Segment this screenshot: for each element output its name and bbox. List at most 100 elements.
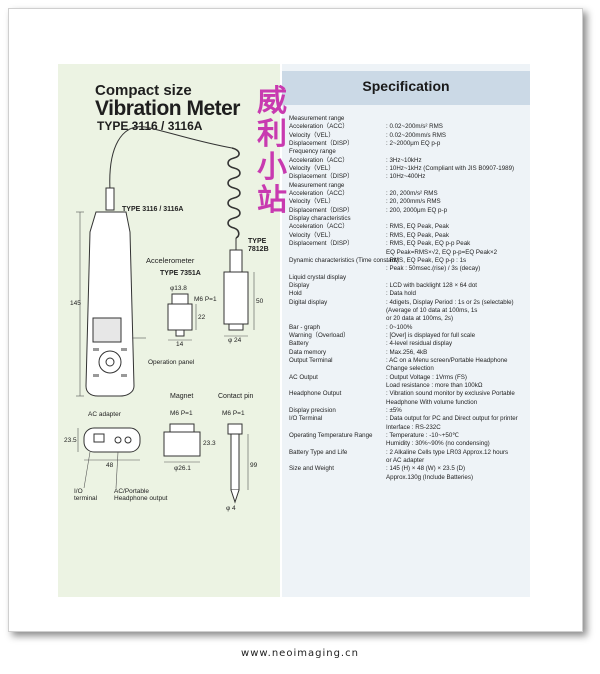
spec-row: Acceleration（ACC） : 20, 200m/s² RMS [289,190,529,198]
label-dim-13-8: φ13.8 [170,285,187,292]
spec-key: Velocity（VEL） [289,131,335,139]
spec-value: : 20, 200m/s² RMS [386,190,438,198]
watermark-char: 威 [257,84,287,119]
spec-value: : 2~2000μm EQ p-p [386,140,441,148]
label-m6-magnet: M6 P=1 [170,410,193,417]
spec-key: Digital display [289,298,328,306]
label-dim-23-3: 23.3 [203,440,216,447]
footer-website: www.neoimaging.cn [241,648,359,659]
spec-row: Frequency range [289,148,529,156]
label-dim-22: 22 [198,314,206,321]
spec-row: Approx.130g (Include Batteries) [289,474,529,482]
spec-value: Headphone With volume function [386,398,478,406]
watermark-char: 小 [257,150,287,185]
label-dim-4: φ 4 [226,505,236,512]
spec-value: : Vibration sound monitor by exclusive P… [386,390,515,398]
label-m6-accel: M6 P=1 [194,296,217,303]
spec-key: Operating Temperature Range [289,432,373,440]
spec-row: Acceleration（ACC） : RMS, EQ Peak, Peak [289,223,529,231]
spec-row: Load resistance : more than 100kΩ [289,382,529,390]
spec-value: : Data output for PC and Direct output f… [386,415,518,423]
spec-key: Headphone Output [289,390,342,398]
spec-value: : 2 Alkaline Cells type LR03 Approx.12 h… [386,448,509,456]
label-ac-portable: AC/Portable [114,488,150,495]
spec-row: AC Output: Output Voltage : 1Vrms (FS) [289,374,529,382]
spec-value: : RMS, EQ Peak, EQ p-p Peak [386,240,471,248]
spec-value: : RMS, EQ Peak, Peak [386,231,449,239]
spec-key: Output Terminal [289,356,333,364]
spec-value: : Output Voltage : 1Vrms (FS) [386,373,467,381]
label-dim-24: φ 24 [228,337,242,344]
spec-value: : 145 (H) × 48 (W) × 23.5 (D) [386,465,466,473]
label-probe-type-2: 7812B [248,246,269,253]
spec-value: Approx.130g (Include Batteries) [386,473,474,481]
spec-row: or AC adapter [289,457,529,465]
spec-row: I/O Terminal : Data output for PC and Dir… [289,415,529,423]
spec-key: Liquid crystal display [289,273,347,281]
spec-row: Velocity（VEL） : RMS, EQ Peak, Peak [289,232,529,240]
spec-key: Acceleration（ACC） [289,190,349,198]
spec-row: Velocity（VEL） : 0.02~200mm/s RMS [289,132,529,140]
spec-key: I/O Terminal [289,415,323,423]
spec-value: : Temperature : -10~+50℃ [386,432,460,440]
spec-value: : 0.02~200mm/s RMS [386,131,447,139]
spec-row: Data memory: Max.256, 4kB [289,349,529,357]
spec-key: Display precision [289,407,336,415]
spec-value: : LCD with backlight 128 × 64 dot [386,281,477,289]
spec-value: : 4-level residual display [386,340,453,348]
spec-key: Velocity（VEL） [289,198,335,206]
spec-value: : Peak : 50msec.(rise) / 3s (decay) [386,265,481,273]
spec-value: : 0.02~200m/s² RMS [386,123,443,131]
spec-panel [282,64,530,597]
spec-key: Hold [289,290,302,298]
label-contact-pin: Contact pin [218,393,254,400]
spec-key: Displacement（DISP） [289,140,354,148]
watermark-text: 威 利 小 站 [252,85,292,217]
spec-row: Displacement（DISP）: RMS, EQ Peak, EQ p-p… [289,240,529,248]
spec-value: or 20 data at 100ms, 2s) [386,315,454,323]
spec-key: Acceleration（ACC） [289,156,349,164]
spec-key: Display [289,281,310,289]
spec-row: Headphone With volume function [289,399,529,407]
spec-key: Acceleration（ACC） [289,223,349,231]
spec-key: Battery [289,340,309,348]
label-dim-145: 145 [70,300,81,307]
spec-row: Humidity : 30%~90% (no condensing) [289,440,529,448]
spec-value: : 20, 200mm/s RMS [386,198,441,206]
heading-type: TYPE 3116 / 3116A [97,119,203,133]
spec-row: Liquid crystal display [289,274,529,282]
spec-value: : RMS, EQ Peak, Peak [386,223,449,231]
spec-value: : 10Hz~1kHz (Compliant with JIS B0907-19… [386,165,515,173]
spec-value: : 3Hz~10kHz [386,156,422,164]
spec-title: Specification [362,78,450,94]
spec-key: Velocity（VEL） [289,165,335,173]
spec-value: : 10Hz~400Hz [386,173,426,181]
spec-row: Display precision: ±5% [289,407,529,415]
spec-key: Battery Type and Life [289,448,348,456]
spec-row: Headphone Output : Vibration sound monito… [289,390,529,398]
spec-row: Acceleration（ACC） : 3Hz~10kHz [289,157,529,165]
spec-value: : Max.256, 4kB [386,348,428,356]
spec-row: Measurement range [289,182,529,190]
heading-compact-size: Compact size [95,82,192,99]
spec-row: : Peak : 50msec.(rise) / 3s (decay) [289,265,529,273]
spec-value: : 4digets, Display Period : 1s or 2s (se… [386,298,514,306]
spec-key: Bar - graph [289,323,320,331]
spec-row: Warning（Overload）: [Over] is displayed f… [289,332,529,340]
label-accelerometer: Accelerometer [146,256,195,265]
spec-value: Change selection [386,365,434,373]
label-headphone-output: Headphone output [114,495,168,502]
label-dim-99: 99 [250,462,258,469]
spec-row: Battery : 4-level residual display [289,340,529,348]
spec-row: Output Terminal: AC on a Menu screen/Por… [289,357,529,365]
label-ac-adapter: AC adapter [88,411,121,418]
spec-key: Measurement range [289,181,345,189]
label-dim-50: 50 [256,298,264,305]
watermark-char: 站 [257,183,287,218]
spec-key: Display characteristics [289,215,351,223]
spec-row: Digital display : 4digets, Display Period… [289,299,529,307]
spec-key: Velocity（VEL） [289,231,335,239]
spec-key: Frequency range [289,148,336,156]
spec-key: Acceleration（ACC） [289,123,349,131]
label-io-terminal: I/O terminal [74,488,98,502]
